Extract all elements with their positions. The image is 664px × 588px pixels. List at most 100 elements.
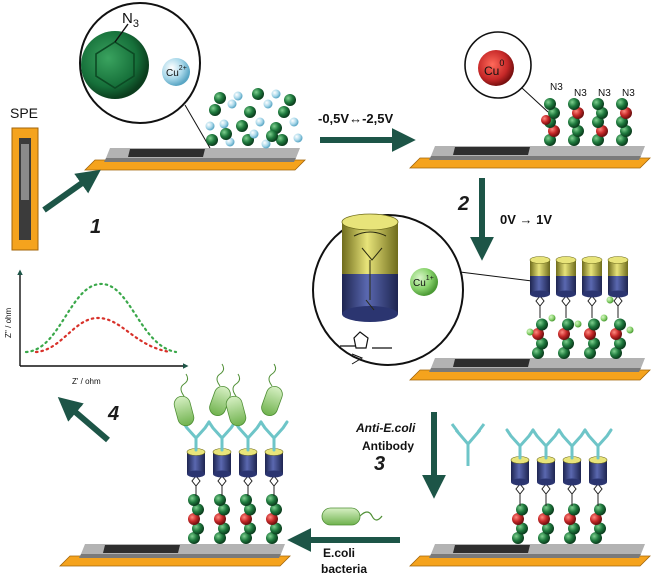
cyclodextrin-body <box>239 452 257 474</box>
voltage-2-label: 0V → 1V <box>500 212 552 227</box>
azide-label: N3 <box>122 10 139 30</box>
cyclodextrin-body <box>213 452 231 474</box>
polymer-bead <box>214 513 226 525</box>
polymer-bead <box>240 494 252 506</box>
polymer-bead <box>596 125 608 137</box>
triazole-linker <box>191 475 201 496</box>
spe-electrode <box>11 127 39 251</box>
azide-group-label: N3 <box>622 88 635 99</box>
antibody <box>531 428 561 460</box>
polymer-bead <box>244 503 256 516</box>
polymer-bead <box>590 532 602 544</box>
polymer-bead <box>271 89 281 99</box>
polymer-bead <box>588 337 600 350</box>
polymer-bead <box>592 98 604 110</box>
cyclodextrin-base <box>556 290 576 298</box>
bacterium-flagellum <box>232 373 241 397</box>
polymer-bead <box>600 314 608 322</box>
polymer-bead <box>244 522 256 535</box>
polymer-bead <box>266 494 278 506</box>
cyclodextrin-base <box>511 478 529 486</box>
polymer-bead <box>516 522 528 535</box>
polymer-bead <box>266 513 278 525</box>
polymer-bead <box>614 337 626 350</box>
polymer-bead <box>240 513 252 525</box>
antibody <box>583 428 613 460</box>
polymer-bead <box>558 328 570 340</box>
polymer-bead <box>544 134 556 146</box>
polymer-bead <box>572 107 584 119</box>
cyclodextrin-body <box>563 460 581 482</box>
polymer-bead <box>584 328 596 340</box>
polymer-bead <box>544 98 556 110</box>
polymer-bead <box>188 513 200 525</box>
polymer-bead <box>564 532 576 544</box>
polymer-bead <box>192 503 204 516</box>
antibody <box>557 428 587 460</box>
polymer-bead <box>233 91 243 101</box>
polymer-bead <box>562 318 574 331</box>
cyclodextrin-rim <box>607 256 629 264</box>
polymer-bead <box>572 125 584 137</box>
cyclodextrin-rim <box>555 256 577 264</box>
step-1-label: 1 <box>90 216 101 238</box>
cyclodextrin-base <box>265 470 283 478</box>
polymer-bead <box>574 320 582 328</box>
polymer-bead <box>594 503 606 516</box>
voltage-1-label: -0,5V↔-2,5V <box>318 111 393 126</box>
polymer-bead <box>538 513 550 525</box>
bacterium <box>261 386 283 416</box>
monomer-inset <box>79 2 211 149</box>
antibody <box>207 420 237 452</box>
electrode-strip-5 <box>59 544 291 567</box>
triazole-linker <box>243 475 253 496</box>
polymer-bead <box>270 522 282 535</box>
polymer-bead <box>548 125 560 137</box>
eis-y-label: Z'' / ohm <box>4 307 13 338</box>
triazole-linker <box>515 483 525 506</box>
polymer-bead <box>542 522 554 535</box>
polymer-bead <box>192 522 204 535</box>
polymer-bead <box>541 115 551 125</box>
polymer-bead <box>218 522 230 535</box>
step-3-label: 3 <box>374 453 385 475</box>
azide-group-label: N3 <box>550 82 563 93</box>
bacterium-flagellum <box>180 373 189 397</box>
spe-label: SPE <box>10 105 38 121</box>
electrode-strip-3 <box>409 358 651 381</box>
click-chemistry-inset <box>312 213 541 366</box>
eis-plot <box>17 269 189 369</box>
anti-ecoli-label: Anti-E.coli <box>355 421 416 435</box>
polymer-bead <box>252 88 264 100</box>
polymer-bead <box>255 117 265 127</box>
triazole-linker <box>269 475 279 496</box>
polymer-bead <box>266 130 278 142</box>
bacterium <box>173 395 195 427</box>
ecoli-label: E.coli <box>323 546 355 560</box>
bacterium-flagellum <box>268 363 277 387</box>
eis-curve-red <box>34 316 172 354</box>
cyclodextrin-base <box>530 290 550 298</box>
cyclodextrin-top <box>530 260 550 276</box>
azide-group-label: N3 <box>574 88 587 99</box>
cu1-label: Cu1+ <box>413 275 434 289</box>
triazole-linker <box>217 475 227 496</box>
electrode-strip-1 <box>84 148 306 171</box>
antibody <box>233 420 263 452</box>
polymer-bead <box>568 134 580 146</box>
polymer-bead <box>214 494 226 506</box>
cyclodextrin-body <box>582 276 602 294</box>
polymer-bead <box>206 134 218 146</box>
antibody-functionalized-chains <box>505 428 613 544</box>
bacteria-captured-chains <box>173 363 289 544</box>
polymer-bead <box>588 318 600 331</box>
polymer-bead <box>188 532 200 544</box>
polymer-bead <box>214 532 226 544</box>
polymer-bead <box>289 117 299 127</box>
monomer-cloud <box>205 88 303 149</box>
polymer-bead <box>606 296 614 304</box>
polymer-bead <box>276 134 288 146</box>
antibody-label: Antibody <box>362 439 414 453</box>
step-2-label: 2 <box>457 193 469 215</box>
